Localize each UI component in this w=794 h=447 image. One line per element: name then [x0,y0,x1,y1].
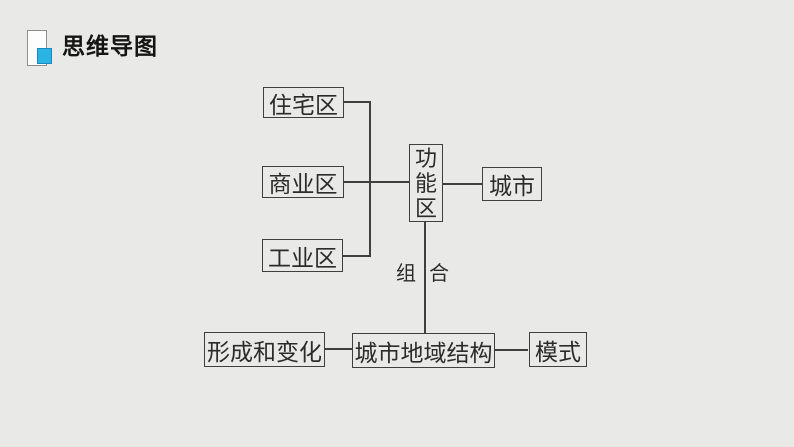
node-urban-structure: 城市地域结构 [352,333,495,368]
connector-residential [344,101,371,103]
connector-commercial-functional [344,181,409,183]
page-title: 思维导图 [62,33,158,59]
connector-industrial [343,255,371,257]
connector-structure-model [495,349,528,351]
mindmap-page-icon [27,30,53,67]
connector-functional-city [443,183,482,185]
edge-label-he: 合 [429,263,449,285]
connector-trunk-vertical [369,101,371,257]
node-city: 城市 [482,167,542,201]
node-commercial: 商业区 [262,166,344,198]
node-functional-zone: 功能区 [409,144,443,222]
node-model: 模式 [529,332,587,367]
connector-functional-structure [424,222,426,333]
node-industrial: 工业区 [262,239,343,272]
slide-header: 思维导图 [0,0,794,80]
node-residential: 住宅区 [263,87,344,118]
cyan-square-icon [37,48,52,64]
edge-label-zu: 组 [396,263,416,285]
connector-formation-structure [325,348,352,350]
node-formation-change: 形成和变化 [204,332,325,367]
